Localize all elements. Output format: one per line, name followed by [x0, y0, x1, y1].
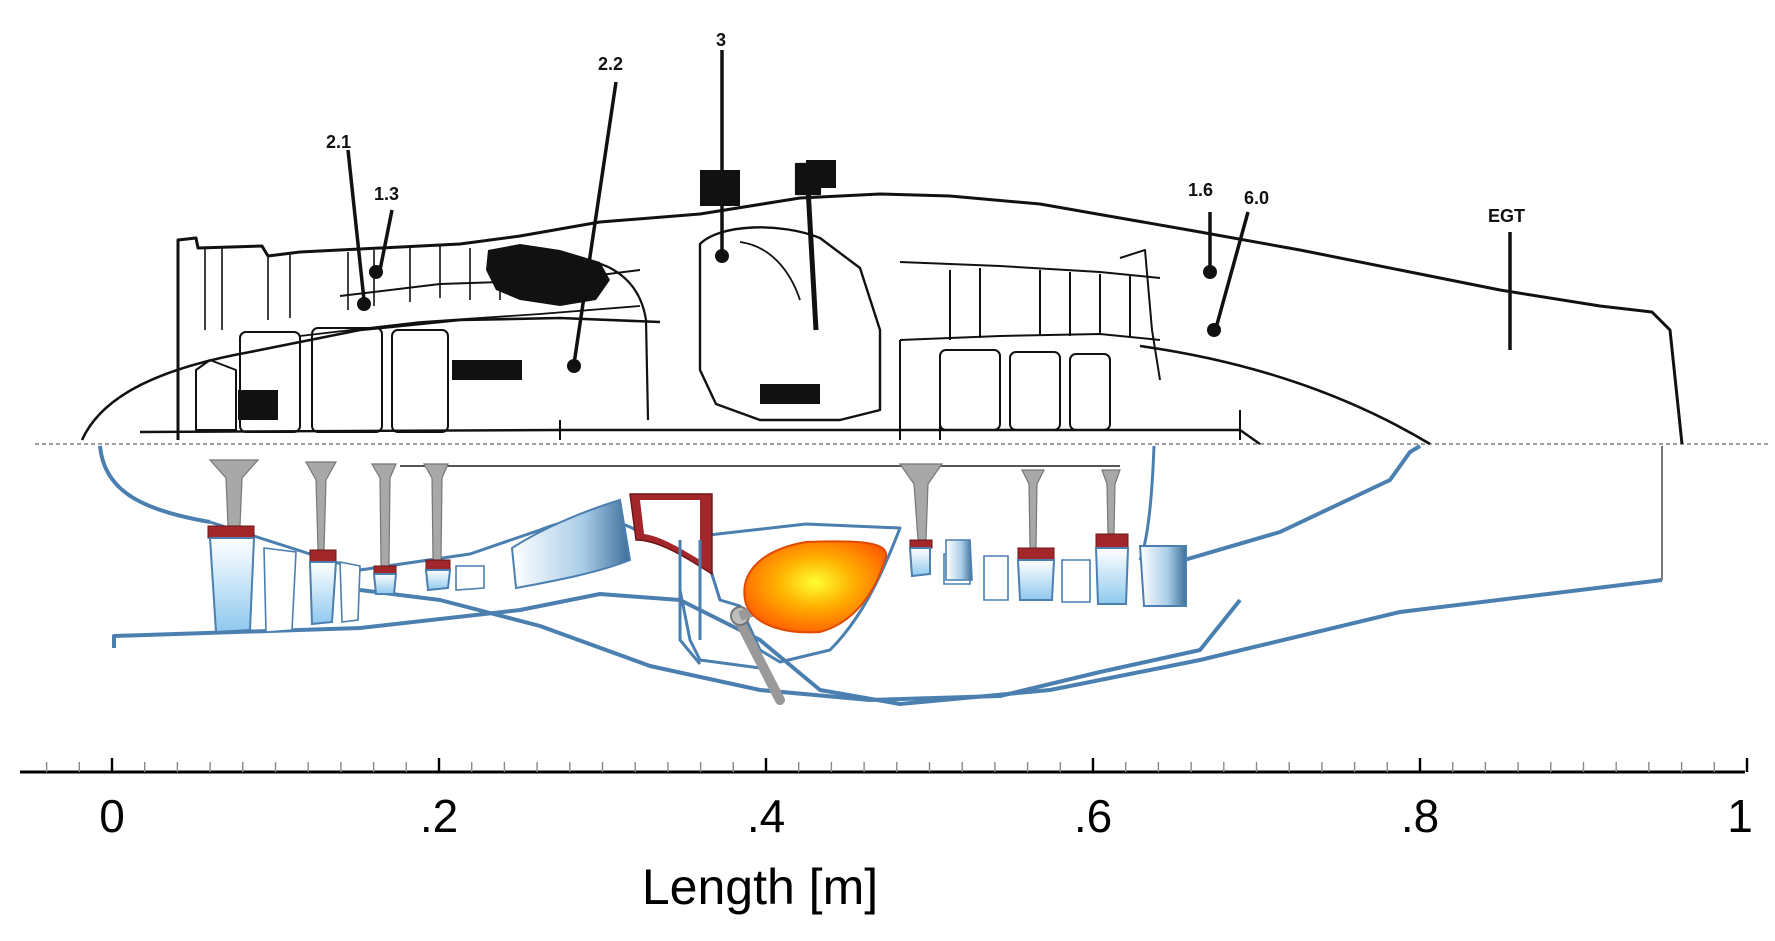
axis-tick-label-0-6: .6	[1074, 790, 1112, 842]
engine-cross-section-drawing	[35, 50, 1770, 446]
turbine-section	[899, 249, 1161, 440]
axis-tick-labels: 0 .2 .4 .6 .8 1	[99, 790, 1753, 842]
exhaust-cone	[1139, 344, 1431, 446]
axis-minor-ticks	[45, 762, 1716, 772]
model-blade-tips	[207, 525, 1129, 575]
model-duct-transition-1	[510, 498, 632, 590]
engine-model-diagram	[98, 444, 1663, 706]
station-label-6-0: 6.0	[1244, 188, 1269, 208]
model-inner-hub	[359, 588, 1242, 702]
station-label-egt: EGT	[1488, 206, 1525, 226]
station-label-1-6: 1.6	[1188, 180, 1213, 200]
station-label-2-1: 2.1	[326, 132, 351, 152]
axis-tick-label-0-4: .4	[747, 790, 785, 842]
model-duct-transition-2	[1138, 545, 1187, 607]
model-igniter	[733, 613, 785, 705]
combustor-liner	[698, 226, 882, 422]
station-label-3: 3	[716, 30, 726, 50]
inlet-hub	[80, 316, 661, 441]
station-labels: 2.1 1.3 2.2 3 1.6 6.0 EGT	[326, 30, 1525, 226]
length-axis: 0 .2 .4 .6 .8 1 Length [m]	[20, 758, 1753, 915]
axis-tick-label-0: 0	[99, 790, 125, 842]
axis-major-ticks	[110, 758, 1749, 772]
station-markers	[346, 50, 1512, 365]
model-combustor-liner	[698, 522, 902, 664]
model-hub-line	[112, 578, 1663, 706]
fuel-injector	[805, 187, 819, 331]
model-blades	[207, 459, 1187, 705]
compressor-blades	[204, 246, 501, 330]
outer-casing	[176, 192, 1684, 445]
compressor-disks	[195, 327, 449, 433]
axis-tick-label-1: 1	[1727, 790, 1753, 842]
model-nozzle-outer	[1149, 444, 1422, 572]
model-blade-bodies	[208, 537, 1130, 634]
model-outer-wall	[98, 445, 211, 524]
axis-title: Length [m]	[642, 859, 878, 915]
station-label-2-2: 2.2	[598, 54, 623, 74]
bearing-cluster	[238, 160, 836, 420]
combustion-flame	[743, 540, 888, 634]
axis-tick-label-0-8: .8	[1401, 790, 1439, 842]
station-dots	[357, 249, 1221, 373]
station-label-1-3: 1.3	[374, 184, 399, 204]
shaft	[139, 428, 1261, 445]
axis-tick-label-0-2: .2	[420, 790, 458, 842]
